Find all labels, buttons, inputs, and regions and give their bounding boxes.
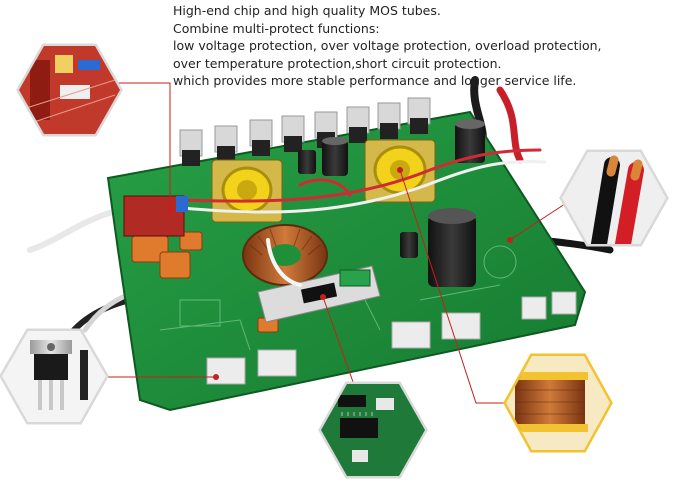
capacitors [298,119,485,287]
pcb-closeup-icon [16,43,123,137]
callout-dots [167,167,513,380]
feature-line-5: which provides more stable performance a… [173,73,577,88]
feature-line-2: Combine multi-protect functions: [173,20,380,36]
red-black-cable-icon [559,149,669,247]
small-red-module [123,195,188,237]
mos-transistor-row-top [179,97,431,166]
feature-line-1: High-end chip and high quality MOS tubes… [173,3,441,18]
feature-line-4: over temperature protection,short circui… [173,55,502,71]
feature-line-3: low voltage protection, over voltage pro… [173,38,602,53]
feature-description: High-end chip and high quality MOS tubes… [173,2,673,90]
copper-coil [242,224,328,286]
control-chip-icon [318,381,428,479]
film-capacitors [131,231,279,333]
control-board [257,265,381,323]
wire-bundle [148,148,547,287]
mos-transistor-icon [0,328,109,425]
copper-coil-icon [503,353,613,453]
